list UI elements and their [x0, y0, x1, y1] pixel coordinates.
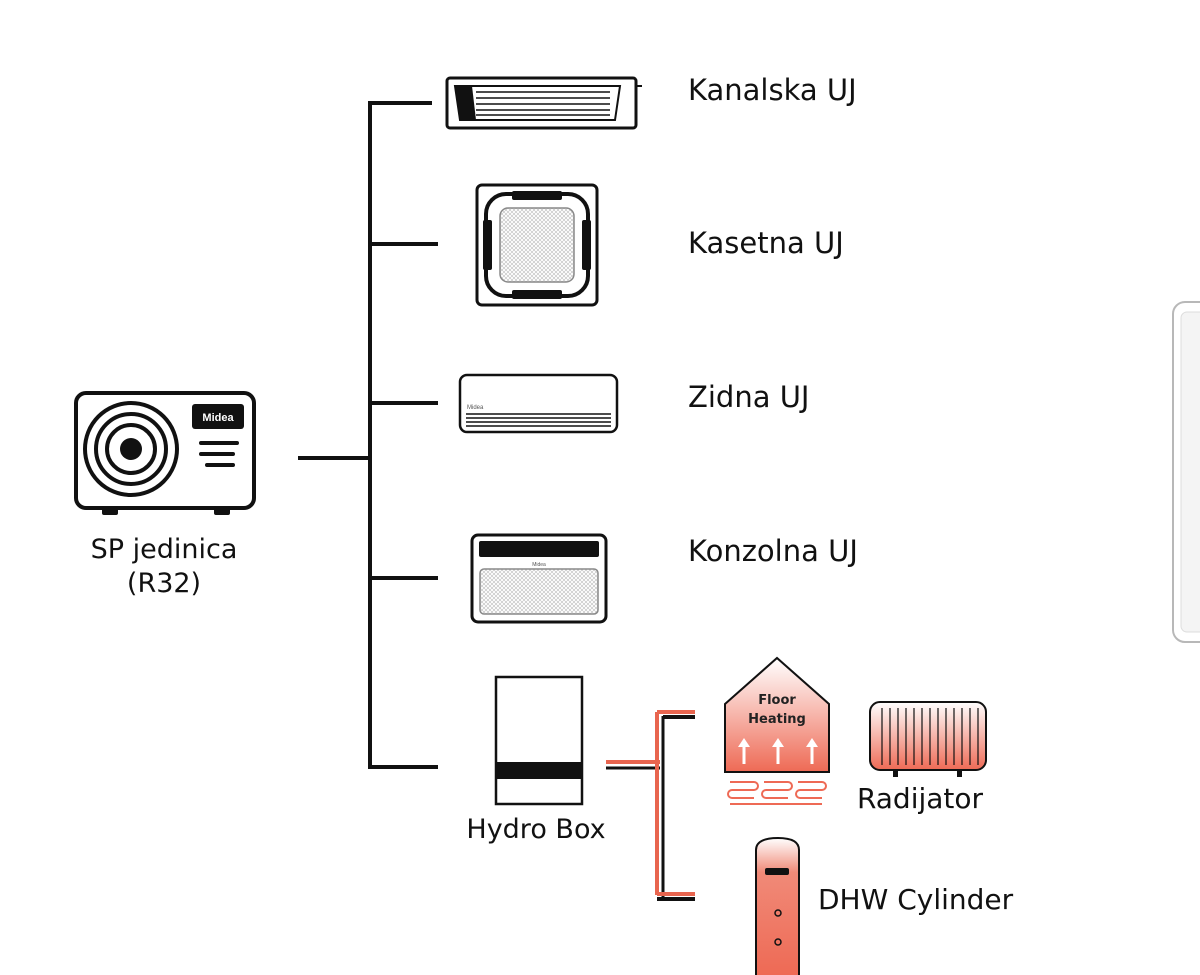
svg-text:Midea: Midea: [532, 562, 546, 568]
dhw-cylinder-icon: [755, 836, 800, 975]
brand-logo: Midea: [202, 412, 234, 424]
svg-text:Midea: Midea: [467, 405, 484, 411]
dhw-cylinder-label: DHW Cylinder: [818, 883, 1014, 916]
radiator-icon: [869, 701, 987, 777]
floor-heating-icon: [724, 656, 830, 805]
cassette-unit-label: Kasetna UJ: [688, 226, 844, 260]
hydro-box-label: Hydro Box: [466, 814, 605, 845]
console-unit-label: Konzolna UJ: [688, 534, 858, 568]
hydro-box: Hydro Box: [466, 675, 606, 845]
cropped-unit-edge: [1172, 301, 1200, 643]
wall-unit-label: Zidna UJ: [688, 380, 809, 414]
outdoor-unit-refrigerant: (R32): [127, 568, 201, 599]
duct-unit: Kanalska UJ: [445, 73, 857, 130]
floor-heating: Floor Heating: [724, 656, 830, 805]
console-unit-icon: Midea: [470, 533, 608, 624]
water-pipes: [606, 710, 695, 901]
duct-unit-icon: [445, 76, 642, 130]
floor-heating-label-line2: Heating: [748, 712, 806, 727]
heating-coil: [727, 781, 827, 805]
floor-heating-label-line1: Floor: [758, 693, 796, 708]
wall-unit: Midea Zidna UJ: [458, 373, 809, 434]
radiator-label: Radijator: [857, 782, 984, 815]
console-unit: Midea Konzolna UJ: [470, 533, 858, 624]
outdoor-unit-label: SP jedinica: [91, 534, 238, 565]
cassette-unit-icon: [475, 183, 599, 307]
outdoor-unit-icon: Midea: [74, 391, 256, 515]
hydro-box-icon: [494, 675, 584, 806]
refrigerant-lines: [298, 101, 438, 769]
outdoor-unit: Midea SP jedinica (R32): [74, 391, 256, 599]
cassette-unit: Kasetna UJ: [475, 183, 844, 307]
dhw-cylinder: DHW Cylinder: [755, 836, 1014, 975]
radiator: Radijator: [857, 701, 987, 815]
wall-unit-icon: Midea: [458, 373, 619, 434]
duct-unit-label: Kanalska UJ: [688, 73, 857, 107]
